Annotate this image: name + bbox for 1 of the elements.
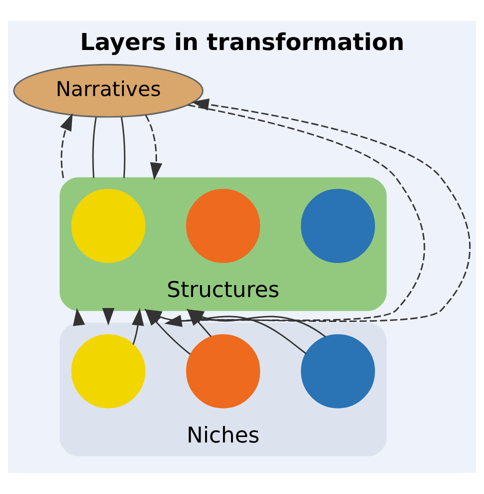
diagram-title: Layers in transformation bbox=[80, 28, 404, 56]
